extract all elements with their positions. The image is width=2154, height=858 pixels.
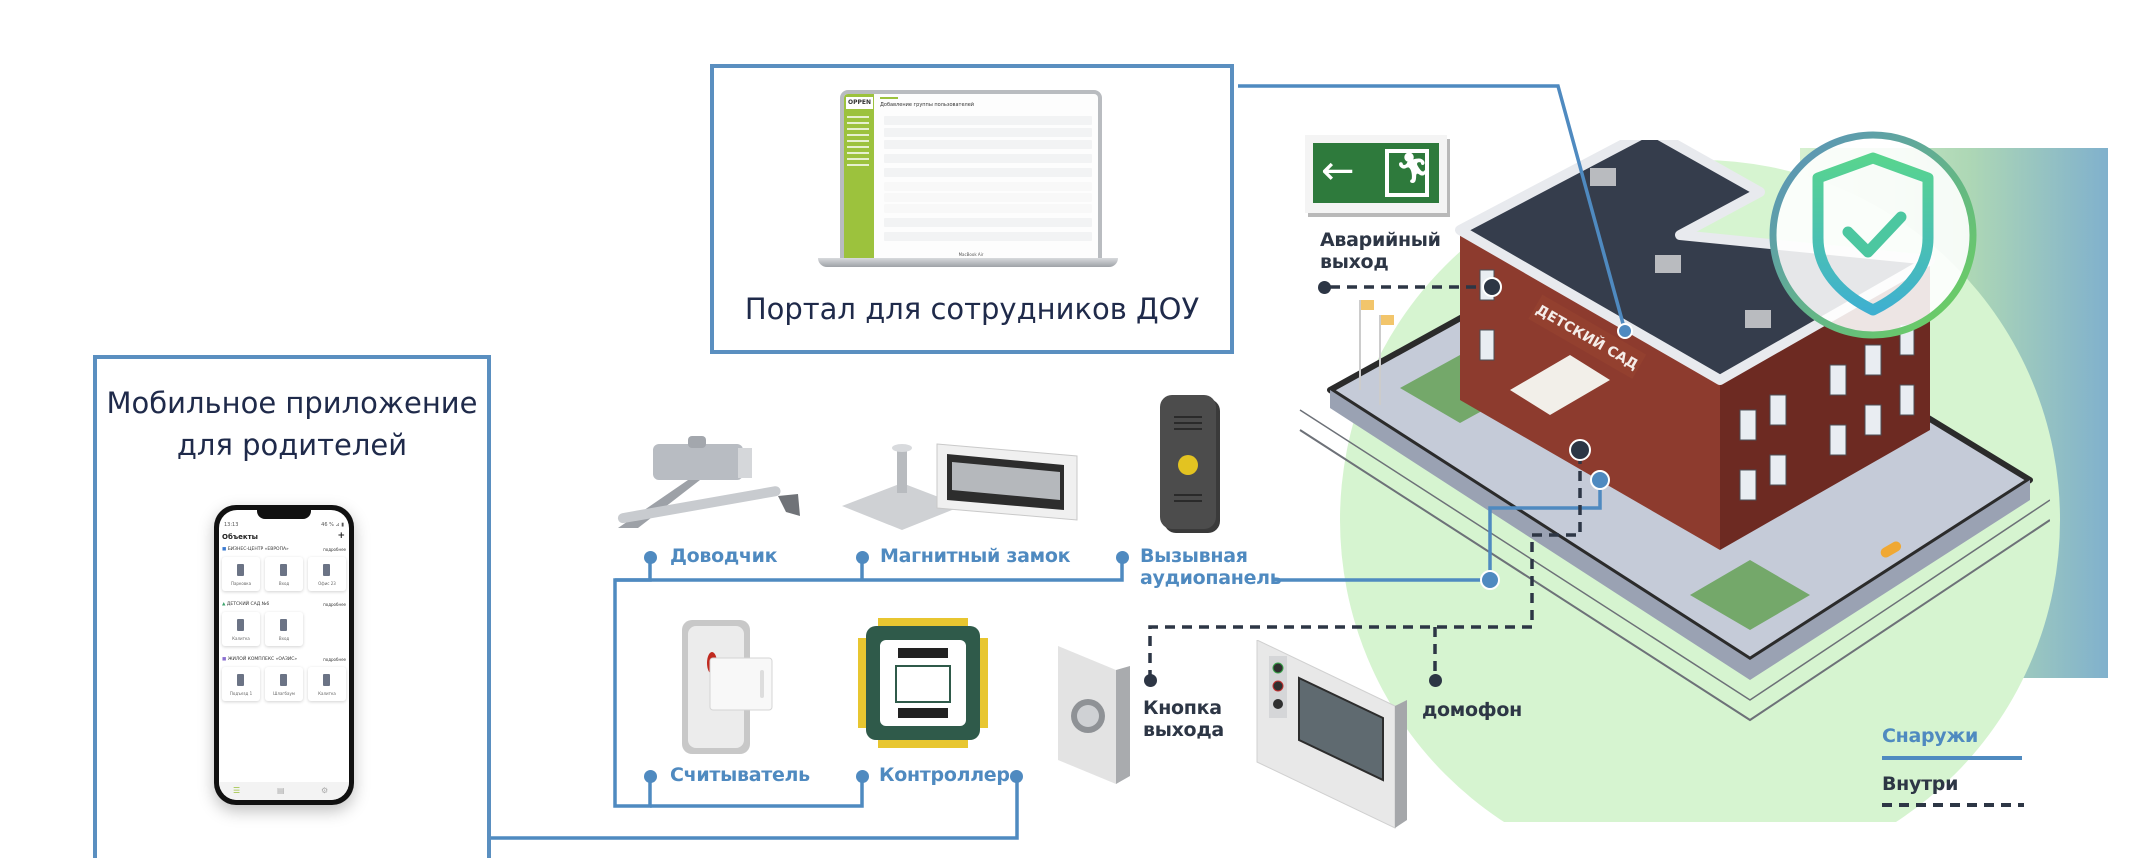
legend-inside-line — [1882, 803, 2024, 807]
intercom-monitor-image — [1256, 640, 1407, 829]
check-icon — [1842, 211, 1907, 258]
door-icon — [323, 564, 330, 576]
door-closer-image — [617, 436, 800, 528]
door-icon — [237, 674, 244, 686]
audio-panel-label-line2: аудиопанель — [1140, 567, 1282, 589]
more-link[interactable]: подробнее — [323, 602, 346, 607]
intercom-label: домофон — [1422, 699, 1522, 721]
phone-screen: 13:13 46 % ⊿ ▮ Объекты + ■ БИЗНЕС-ЦЕНТР … — [219, 510, 349, 800]
portal-page-heading: Добавление группы пользователей — [880, 102, 975, 108]
legend-outside-line — [1882, 756, 2022, 760]
magnetic-lock-dot — [856, 551, 869, 564]
audio-panel-image — [1160, 395, 1220, 533]
objects-title: Объекты — [222, 533, 258, 541]
barrier-icon — [237, 564, 244, 576]
exit-button-image — [1058, 646, 1130, 784]
exit-button-label-line1: Кнопка — [1143, 697, 1222, 719]
more-link[interactable]: подробнее — [323, 547, 346, 552]
controller-chip-image — [858, 618, 988, 748]
portal-sidebar: OPPEN — [844, 94, 874, 258]
audio-panel-label-line1: Вызывная — [1140, 545, 1248, 567]
object-card[interactable]: Подъезд 1 — [222, 667, 260, 701]
fence — [1299, 409, 2050, 722]
top-bus-line-2 — [615, 563, 1124, 582]
controller-link-dot — [1010, 770, 1023, 783]
object-card[interactable]: Офис 23 — [308, 557, 346, 591]
laptop-base — [818, 258, 1118, 267]
section-name: БИЗНЕС-ЦЕНТР «ЕВРОПА» — [227, 547, 289, 552]
emergency-exit-label-line2: выход — [1320, 251, 1389, 273]
object-section: ■ БИЗНЕС-ЦЕНТР «ЕВРОПА» подробнее — [222, 547, 346, 552]
object-card[interactable]: Шлагбаум — [265, 667, 303, 701]
controller-label: Контроллер — [879, 764, 1010, 786]
door-icon — [280, 564, 287, 576]
smartphone: 13:13 46 % ⊿ ▮ Объекты + ■ БИЗНЕС-ЦЕНТР … — [214, 505, 354, 805]
card-reader-image — [682, 620, 773, 754]
phone-time: 13:13 — [224, 522, 239, 528]
mobile-title-line1: Мобильное приложение — [106, 386, 478, 420]
laptop-portal-screenshot: OPPEN Добавление группы пользователей Ma… — [840, 90, 1102, 258]
add-object-button[interactable]: + — [337, 531, 345, 541]
reader-label: Считыватель — [670, 764, 810, 786]
gear-icon[interactable]: ⚙ — [321, 786, 329, 795]
building-sign-plate — [1528, 294, 1647, 379]
security-shield-badge — [1769, 131, 1977, 339]
object-card[interactable]: Вход — [265, 557, 303, 591]
door-icon — [280, 619, 287, 631]
object-card[interactable]: Калитка — [308, 667, 346, 701]
mobile-title-line2: для родителей — [176, 428, 408, 462]
running-man-icon: 🏃︎ — [1385, 149, 1433, 197]
building-roof — [1455, 140, 1935, 385]
legend-outside-label: Снаружи — [1882, 725, 1978, 747]
barrier-icon — [280, 674, 287, 686]
exit-button-dot — [1144, 674, 1157, 687]
emergency-exit-dot — [1318, 281, 1331, 294]
gate-icon — [237, 619, 244, 631]
top-bus-line — [613, 563, 652, 808]
controller-dot — [856, 770, 869, 783]
emergency-exit-sign: ← 🏃︎ — [1305, 135, 1447, 213]
phone-bottom-nav: ☰ ▤ ⚙ — [219, 782, 349, 800]
gate-icon — [323, 674, 330, 686]
audio-panel-dot — [1116, 551, 1129, 564]
exit-button-label-line2: выхода — [1143, 719, 1224, 741]
shield-icon — [1812, 152, 1934, 316]
section-name: ЖИЛОЙ КОМПЛЕКС «ОАЗИС» — [227, 657, 298, 662]
portal-connector-line — [1238, 84, 1627, 332]
magnetic-lock-label: Магнитный замок — [880, 545, 1071, 567]
more-link[interactable]: подробнее — [323, 657, 346, 662]
list-icon[interactable]: ☰ — [233, 786, 241, 795]
map-icon[interactable]: ▤ — [277, 786, 285, 795]
section-name: ДЕТСКИЙ САД №6 — [226, 602, 270, 607]
door-closer-label: Доводчик — [670, 545, 778, 567]
arrow-left-icon: ← — [1321, 148, 1355, 194]
kindergarten-building-illustration: ДЕТСКИЙ САД — [1299, 140, 2050, 722]
oppen-logo: OPPEN — [846, 97, 873, 109]
door-closer-dot — [644, 551, 657, 564]
phone-status: 46 % ⊿ ▮ — [321, 522, 344, 528]
object-section: ▲ ДЕТСКИЙ САД №6 подробнее — [222, 602, 346, 607]
laptop-model-caption: MacBook Air — [958, 252, 984, 257]
reader-dot — [644, 770, 657, 783]
legend-inside-label: Внутри — [1882, 773, 1959, 795]
object-card[interactable]: Парковка — [222, 557, 260, 591]
intercom-dot — [1429, 674, 1442, 687]
exit-button-connector — [1148, 455, 1582, 680]
mobile-connector-line — [491, 782, 1019, 840]
bottom-bus-line — [650, 782, 864, 808]
object-card[interactable]: Вход — [265, 612, 303, 646]
emergency-exit-label-line1: Аварийный — [1320, 229, 1441, 251]
audiopanel-connector-line — [1272, 480, 1602, 582]
object-section: ■ ЖИЛОЙ КОМПЛЕКС «ОАЗИС» подробнее — [222, 657, 346, 662]
portal-title: Портал для сотрудников ДОУ — [744, 292, 1200, 326]
object-card[interactable]: Калитка — [222, 612, 260, 646]
magnetic-lock-image — [842, 443, 1078, 530]
